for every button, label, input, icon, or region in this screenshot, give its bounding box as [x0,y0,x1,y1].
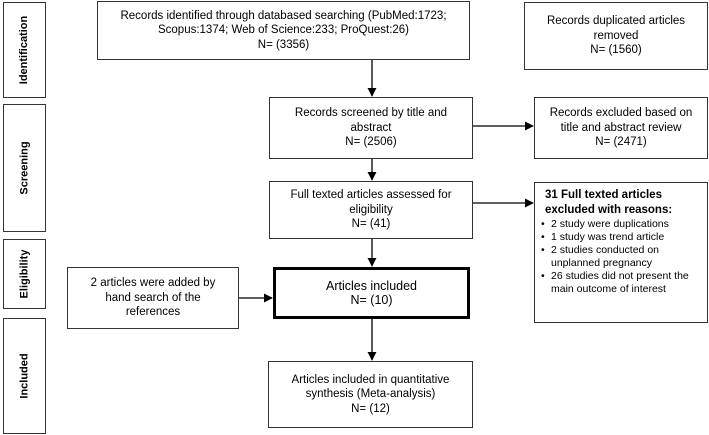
fulltext-excluded-heading-line-1: 31 Full texted articles [545,189,662,201]
identified-records-count: N= (3356) [257,38,310,51]
stage-identification: Identification [3,2,46,98]
stage-screening: Screening [3,104,46,232]
meta-analysis-line-2: synthesis (Meta-analysis) [305,388,436,401]
fulltext-assessed-line-1: Full texted articles assessed for [290,189,452,202]
fulltext-assessed-box: Full texted articles assessed for eligib… [269,181,473,239]
meta-analysis-line-1: Articles included in quantitative [291,373,450,386]
identified-records-line-2: Scopus:1374; Web of Science:233; ProQues… [157,24,410,37]
meta-analysis-count: N= (12) [351,402,390,415]
fulltext-excluded-heading: 31 Full texted articles excluded with re… [541,188,701,217]
fulltext-assessed-line-2: eligibility [349,203,393,216]
fulltext-excluded-heading-line-2: excluded with reasons: [545,203,673,216]
duplicates-removed-count: N= (1560) [590,44,642,57]
meta-analysis-box: Articles included in quantitative synthe… [268,361,473,428]
hand-search-box: 2 articles were added by hand search of … [67,267,239,329]
exclusion-reason: 2 studies conducted on unplanned pregnan… [541,244,701,270]
screened-records-line-2: abstract [350,121,392,134]
exclusion-reason: 26 studies did not present the main outc… [541,270,701,296]
hand-search-line-1: 2 articles were added by [90,277,216,290]
exclusion-reasons-list: 2 study were duplications 1 study was tr… [541,218,701,296]
fulltext-assessed-count: N= (41) [351,218,391,231]
articles-included-label: Articles included [325,278,417,293]
identified-records-line-1: Records identified through databased sea… [120,9,447,22]
articles-included-count: N= (10) [350,293,393,307]
duplicates-removed-box: Records duplicated articles removed N= (… [524,2,708,70]
duplicates-removed-line-1: Records duplicated articles [546,15,686,28]
exclusion-reason: 2 study were duplications [541,218,701,231]
screened-records-box: Records screened by title and abstract N… [269,97,473,159]
articles-included-box: Articles included N= (10) [273,267,470,319]
excluded-title-abstract-count: N= (2471) [595,136,647,149]
screened-records-line-1: Records screened by title and [294,107,448,120]
screened-records-count: N= (2506) [345,136,397,149]
exclusion-reason: 1 study was trend article [541,231,701,244]
excluded-title-abstract-line-1: Records excluded based on [549,107,693,120]
hand-search-line-2: hand search of the [105,291,201,304]
stage-eligibility: Eligibility [3,239,46,309]
stage-included: Included [3,318,46,434]
duplicates-removed-line-2: removed [593,29,639,42]
excluded-title-abstract-box: Records excluded based on title and abst… [534,97,708,159]
fulltext-excluded-box: 31 Full texted articles excluded with re… [534,182,708,323]
identified-records-box: Records identified through databased sea… [97,1,470,60]
hand-search-line-3: references [125,306,181,319]
excluded-title-abstract-line-2: title and abstract review [560,121,682,134]
